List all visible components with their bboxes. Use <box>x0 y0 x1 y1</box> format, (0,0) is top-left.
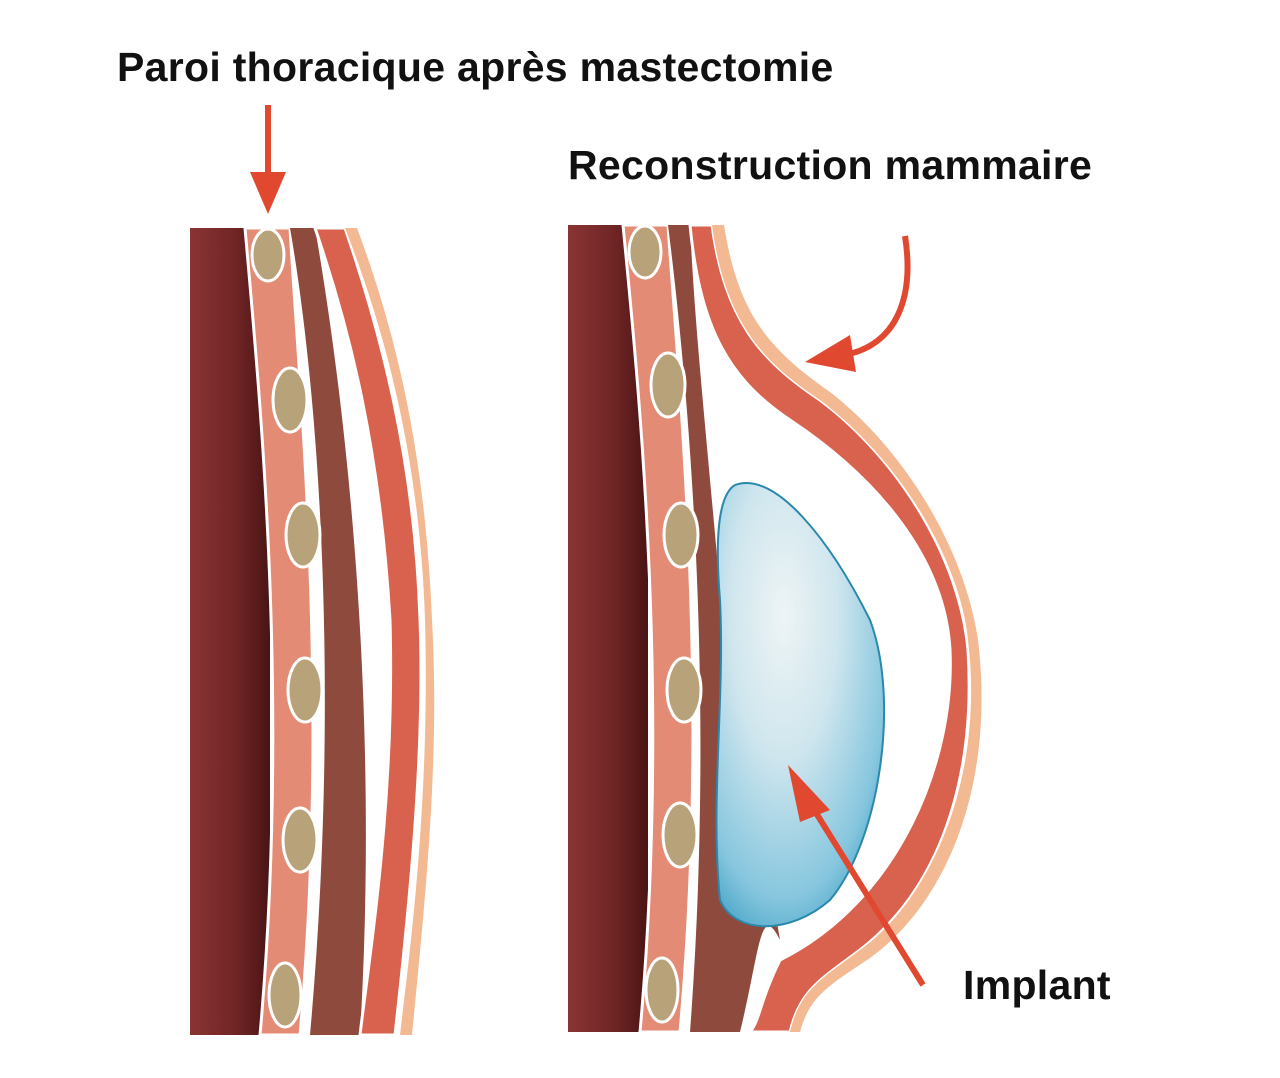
ribs <box>250 227 324 1029</box>
arrow-chest-wall <box>250 105 286 214</box>
chest-wall-label: Paroi thoracique après mastectomie <box>117 44 834 90</box>
arrow-reconstruction <box>805 235 911 372</box>
pectoral-muscle <box>312 226 423 1037</box>
implant-label: Implant <box>963 962 1111 1008</box>
deep-muscle <box>290 228 366 1035</box>
arrow-implant <box>788 765 926 987</box>
skin <box>345 228 435 1035</box>
skin <box>712 225 982 1032</box>
ribs <box>627 224 703 1024</box>
left-panel-chest-wall <box>190 226 435 1037</box>
reconstruction-label: Reconstruction mammaire <box>568 142 1093 188</box>
right-panel-reconstruction <box>568 223 982 1034</box>
implant <box>715 482 886 928</box>
